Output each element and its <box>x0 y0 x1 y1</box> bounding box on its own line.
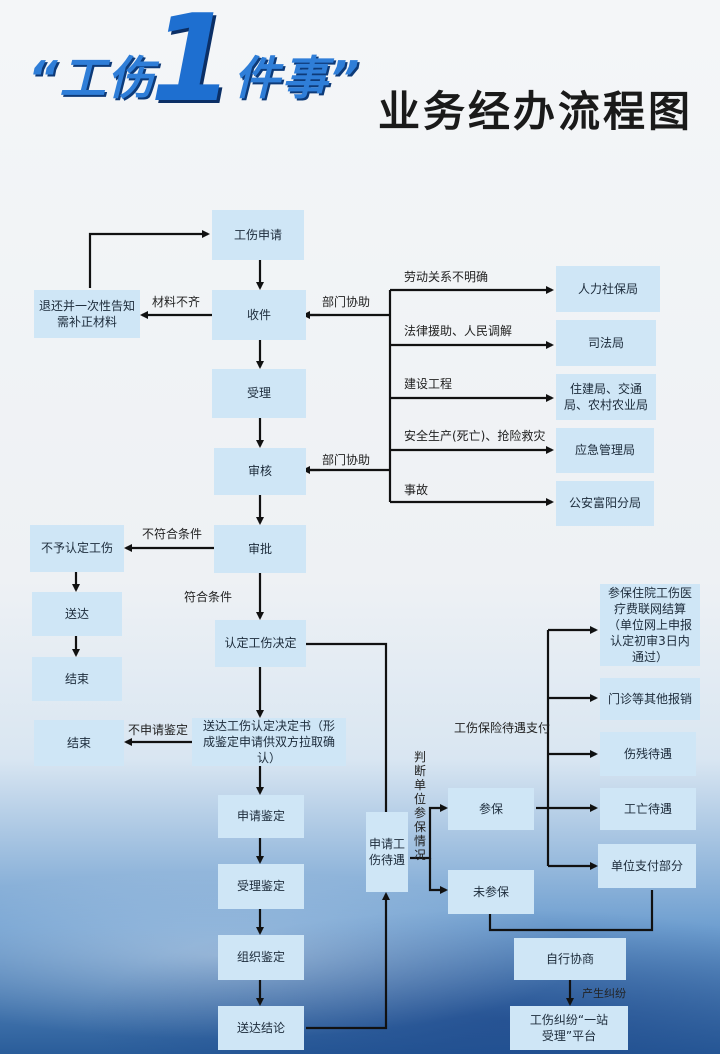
label-not-qualified: 不符合条件 <box>142 527 203 541</box>
box-deliver-1: 送达 <box>32 592 122 636</box>
label-dispute-arises: 产生纠纷 <box>582 987 626 1000</box>
box-accept: 受理 <box>212 369 306 418</box>
box-apply-benefits: 申请工伤待遇 <box>366 812 408 892</box>
box-approve: 审批 <box>214 525 306 573</box>
label-missing-materials: 材料不齐 <box>152 295 201 309</box>
label-accident: 事故 <box>404 483 429 497</box>
box-construction-bureaus: 住建局、交通局、农村农业局 <box>556 374 656 420</box>
box-outpatient: 门诊等其他报销 <box>600 678 700 720</box>
box-police-branch: 公安富阳分局 <box>556 481 654 526</box>
box-hr-bureau: 人力社保局 <box>556 266 660 312</box>
box-emergency-bureau: 应急管理局 <box>556 428 654 473</box>
box-end-2: 结束 <box>34 720 124 766</box>
box-deliver-decision: 送达工伤认定决定书（形成鉴定申请供双方拉取确认） <box>192 718 346 766</box>
box-receive: 收件 <box>212 290 306 340</box>
box-apply-appraisal: 申请鉴定 <box>218 795 304 838</box>
title-rest: 件事” <box>233 51 362 105</box>
title-number-one: 1 <box>150 0 234 129</box>
box-uninsured: 未参保 <box>448 870 534 914</box>
label-construction: 建设工程 <box>404 377 453 391</box>
title-quote-open: “工伤 <box>28 51 156 105</box>
box-hospital-settlement: 参保住院工伤医疗费联网结算（单位网上申报认定初审3日内通过） <box>600 584 700 666</box>
title-part2: 业务经办流程图 <box>378 87 694 136</box>
box-employer-pay: 单位支付部分 <box>598 844 696 888</box>
box-organize-appraisal: 组织鉴定 <box>218 935 304 980</box>
box-review: 审核 <box>214 448 306 495</box>
box-accept-appraisal: 受理鉴定 <box>218 864 304 909</box>
label-dept-assist-1: 部门协助 <box>322 295 371 309</box>
label-dept-assist-2: 部门协助 <box>322 453 371 467</box>
box-end-1: 结束 <box>32 657 122 701</box>
label-insurance-payment: 工伤保险待遇支付 <box>454 721 551 735</box>
box-justice-bureau: 司法局 <box>556 320 656 366</box>
page-title: “工伤 件事” 1 业务经办流程图 <box>0 0 720 170</box>
label-labor-unclear: 劳动关系不明确 <box>404 270 489 284</box>
title-part1: “工伤 件事” <box>28 42 361 108</box>
box-self-negotiate: 自行协商 <box>514 938 626 980</box>
box-return-materials: 退还并一次性告知需补正材料 <box>34 290 140 338</box>
box-deliver-conclusion: 送达结论 <box>218 1006 304 1050</box>
box-death: 工亡待遇 <box>600 788 696 830</box>
box-disability: 伤残待遇 <box>600 732 696 776</box>
label-safety: 安全生产(死亡)、抢险救灾 <box>404 429 546 443</box>
label-judge-insured: 判断单位参保情况 <box>413 750 426 862</box>
background-wave <box>0 724 720 1054</box>
label-no-appraisal: 不申请鉴定 <box>128 723 189 737</box>
label-legal-aid: 法律援助、人民调解 <box>404 324 513 338</box>
label-qualified: 符合条件 <box>184 590 233 604</box>
box-dispute-platform: 工伤纠纷“一站受理”平台 <box>510 1006 628 1050</box>
box-decision: 认定工伤决定 <box>215 620 306 667</box>
box-insured: 参保 <box>448 788 534 830</box>
box-apply: 工伤申请 <box>212 210 304 260</box>
box-not-recognized: 不予认定工伤 <box>30 525 124 572</box>
